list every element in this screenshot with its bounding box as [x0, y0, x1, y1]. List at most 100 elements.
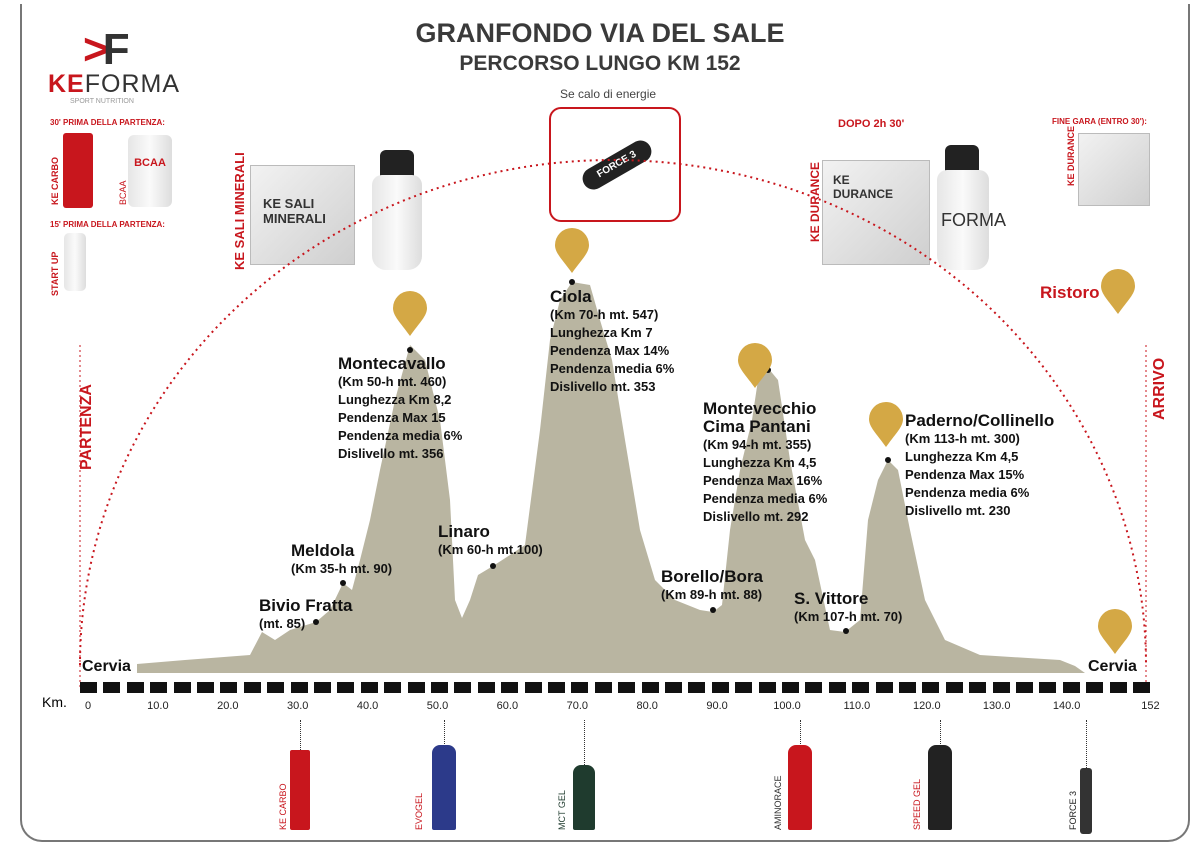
axis-tick-label: 100.0: [773, 700, 801, 712]
after-2h30-label: DOPO 2h 30': [838, 118, 905, 130]
ristoro-pin-icons: [393, 228, 1135, 654]
waypoint-linaro: Linaro(Km 60-h mt.100): [438, 522, 543, 558]
axis-segment: [126, 682, 144, 693]
dotted-leader: [444, 720, 445, 750]
axis-segment: [548, 682, 565, 693]
axis-segment: [267, 682, 285, 693]
axis-tick-label: 50.0: [426, 700, 449, 712]
axis-segment: [407, 682, 425, 693]
ke-carbo-bar-image: [63, 133, 93, 208]
ristoro-legend-label: Ristoro: [1040, 283, 1100, 302]
axis-tick-label: 120.0: [913, 700, 941, 712]
axis-segment: [571, 682, 589, 693]
axis-segment: [782, 682, 799, 693]
axis-segment: [711, 682, 729, 693]
force3-product-image: [1080, 768, 1092, 834]
axis-segment: [220, 682, 238, 693]
axis-segment: [828, 682, 846, 693]
energy-note: Se calo di energie: [560, 87, 657, 101]
dotted-arc: [79, 159, 1147, 666]
aminorace-product-image: [788, 745, 812, 830]
axis-tick-label: 80.0: [636, 700, 658, 712]
bcaa-jar-image: BCAA: [128, 135, 172, 207]
dotted-leader: [300, 720, 301, 750]
product-label-evogel: EVOGEL: [414, 792, 424, 830]
axis-tick-label: 30.0: [286, 700, 309, 712]
axis-tick-label: 60.0: [496, 700, 519, 712]
axis-segment: [594, 682, 612, 693]
poster-frame: [20, 4, 1190, 842]
axis-tick-label: 10.0: [147, 700, 169, 712]
product-label-speed-gel: SPEED GEL: [912, 778, 922, 830]
climb-montecavallo: Montecavallo(Km 50-h mt. 460)Lunghezza K…: [338, 354, 463, 462]
dotted-leader: [940, 720, 941, 750]
axis-tick-label: 20.0: [217, 700, 239, 712]
axis-segment: [758, 682, 776, 693]
product-label-mct-gel: MCT GEL: [557, 790, 567, 830]
axis-segment: [314, 682, 331, 693]
axis-segment: [945, 682, 963, 693]
axis-segment: [618, 682, 636, 693]
axis-segment: [735, 682, 753, 693]
water-bottle-image: [372, 175, 422, 270]
axis-segment: [1133, 682, 1150, 693]
axis-segment: [875, 682, 893, 693]
finish-ke-durance-box-image: [1078, 133, 1150, 206]
axis-segment: [899, 682, 916, 693]
pre-race-30-label: 30' PRIMA DELLA PARTENZA:: [50, 118, 165, 127]
dotted-leader: [1086, 720, 1087, 770]
start-town: Cervia: [82, 658, 131, 675]
finish-label: FINE GARA (ENTRO 30'):: [1052, 117, 1147, 126]
bottle-cap: [380, 150, 414, 178]
climb-paderno-collinello: Paderno/Collinello(Km 113-h mt. 300)Lung…: [905, 411, 1055, 519]
axis-segment: [1016, 682, 1033, 693]
dotted-leader: [800, 720, 801, 750]
axis-segment: [360, 682, 378, 693]
axis-segment: [454, 682, 472, 693]
axis-segment: [992, 682, 1010, 693]
page-subtitle: PERCORSO LUNGO KM 152: [459, 52, 741, 75]
bottle-cap: [945, 145, 979, 173]
end-town: Cervia: [1088, 658, 1137, 675]
product-label-force3: FORCE 3: [1068, 790, 1078, 830]
axis-tick-label: 130.0: [982, 700, 1011, 712]
axis-segment: [969, 682, 987, 693]
waypoint-meldola: Meldola(Km 35-h mt. 90): [291, 541, 393, 577]
waypoint-borello-bora: Borello/Bora(Km 89-h mt. 88): [661, 567, 764, 603]
axis-tick-label: 140.0: [1052, 700, 1081, 712]
partenza-label: PARTENZA: [78, 384, 95, 470]
dotted-leader: [584, 720, 585, 765]
product-label-ke-carbo: KE CARBO: [278, 783, 288, 830]
arrivo-label: ARRIVO: [1151, 357, 1168, 420]
axis-segment: [173, 682, 191, 693]
axis-segment: [337, 682, 355, 693]
pre-race-15-label: 15' PRIMA DELLA PARTENZA:: [50, 220, 165, 229]
axis-segment: [641, 682, 659, 693]
axis-label: Km.: [42, 694, 67, 710]
axis-segment: [1062, 682, 1080, 693]
page-title: GRANFONDO VIA DEL SALE: [415, 18, 785, 48]
axis-segment: [431, 682, 448, 693]
ke-carbo-product-image: [290, 750, 310, 830]
axis-segment: [1109, 682, 1127, 693]
axis-segment: [852, 682, 870, 693]
axis-segment: [922, 682, 940, 693]
axis-tick-label: 40.0: [356, 700, 379, 712]
axis-tick-label: 70.0: [566, 700, 589, 712]
axis-tick-label: 110.0: [843, 700, 871, 712]
axis-tick-label: 0: [84, 700, 92, 712]
mct-gel-product-image: [573, 765, 595, 830]
axis-segment: [1086, 682, 1104, 693]
elevation-profile: [137, 282, 1085, 673]
axis-segment: [384, 682, 402, 693]
speed-gel-product-image: [928, 745, 952, 830]
axis-segment: [197, 682, 214, 693]
axis-segment: [290, 682, 308, 693]
axis-segment: [1039, 682, 1057, 693]
axis-segment: [150, 682, 168, 693]
